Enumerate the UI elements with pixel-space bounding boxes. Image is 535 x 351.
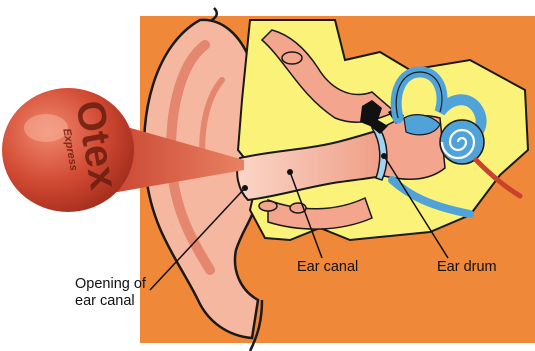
label-ear-canal: Ear canal [297,259,358,276]
label-opening-line-2: ear canal [75,293,146,310]
label-ear-drum: Ear drum [437,259,497,276]
leader-dot-drum [381,153,387,159]
cartilage-hole-1 [282,52,302,64]
brand-logo: Otex Express [8,82,127,218]
leader-dot-canal [287,169,293,175]
label-opening-line-1: Opening of [75,276,146,293]
leader-dot-opening [242,185,248,191]
cartilage-hole-2 [259,201,277,211]
label-opening-of-ear-canal: Opening of ear canal [75,276,146,310]
